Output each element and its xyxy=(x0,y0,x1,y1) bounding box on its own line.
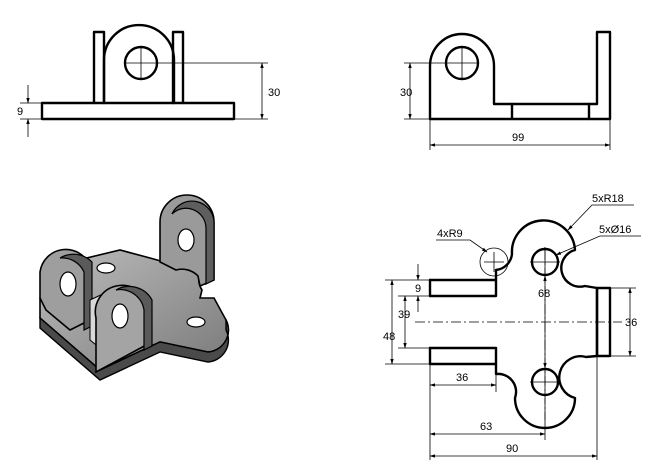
leader-5xR18 xyxy=(567,204,634,231)
side-hole-center xyxy=(404,48,478,78)
iso-base-hole-2 xyxy=(186,316,206,328)
dim-36-right: 36 xyxy=(625,317,637,329)
callout-5xO16: 5xØ16 xyxy=(599,224,631,236)
dim-63: 63 xyxy=(480,421,492,433)
side-foot-lines xyxy=(510,102,591,121)
top-left-ext xyxy=(385,279,430,365)
dim-48: 48 xyxy=(383,331,395,343)
dim-9: 9 xyxy=(415,283,421,295)
iso-right-hole xyxy=(111,303,129,329)
iso-base-hole-1 xyxy=(96,262,116,274)
dim-68: 68 xyxy=(538,288,550,300)
front-lug xyxy=(102,23,176,105)
iso-base-edge xyxy=(39,316,230,381)
iso-back-hole xyxy=(177,228,195,252)
front-dim-30: 30 xyxy=(268,87,280,99)
dim-39: 39 xyxy=(398,309,410,321)
callout-4xR9: 4xR9 xyxy=(437,228,463,240)
side-dim-30: 30 xyxy=(400,87,412,99)
top-outline xyxy=(428,219,599,430)
iso-right-lug-side xyxy=(115,285,153,351)
top-fillet-center xyxy=(484,252,504,272)
side-view: 30 99 xyxy=(400,30,612,150)
top-view: 4xR9 5xR18 5xØ16 68 48 39 9 36 36 63 90 xyxy=(383,193,641,460)
side-dim-99: 99 xyxy=(512,132,524,144)
iso-back-lug-side xyxy=(171,200,215,285)
isometric-view xyxy=(39,194,230,381)
front-dim-9: 9 xyxy=(17,106,23,118)
dim-90: 90 xyxy=(506,443,518,455)
side-outline xyxy=(428,30,612,121)
dim-36-bottom: 36 xyxy=(456,372,468,384)
front-left-flange xyxy=(92,30,106,105)
leader-4xR9 xyxy=(436,239,488,253)
iso-left-hole xyxy=(59,271,77,297)
leader-5xO16 xyxy=(555,235,641,256)
front-view: 30 9 xyxy=(17,23,280,137)
top-bottom-ext xyxy=(429,356,598,460)
front-ext-9 xyxy=(20,102,42,120)
callout-5xR18: 5xR18 xyxy=(592,193,624,205)
top-fillet-circle xyxy=(479,247,509,277)
front-base-plate xyxy=(40,101,236,121)
